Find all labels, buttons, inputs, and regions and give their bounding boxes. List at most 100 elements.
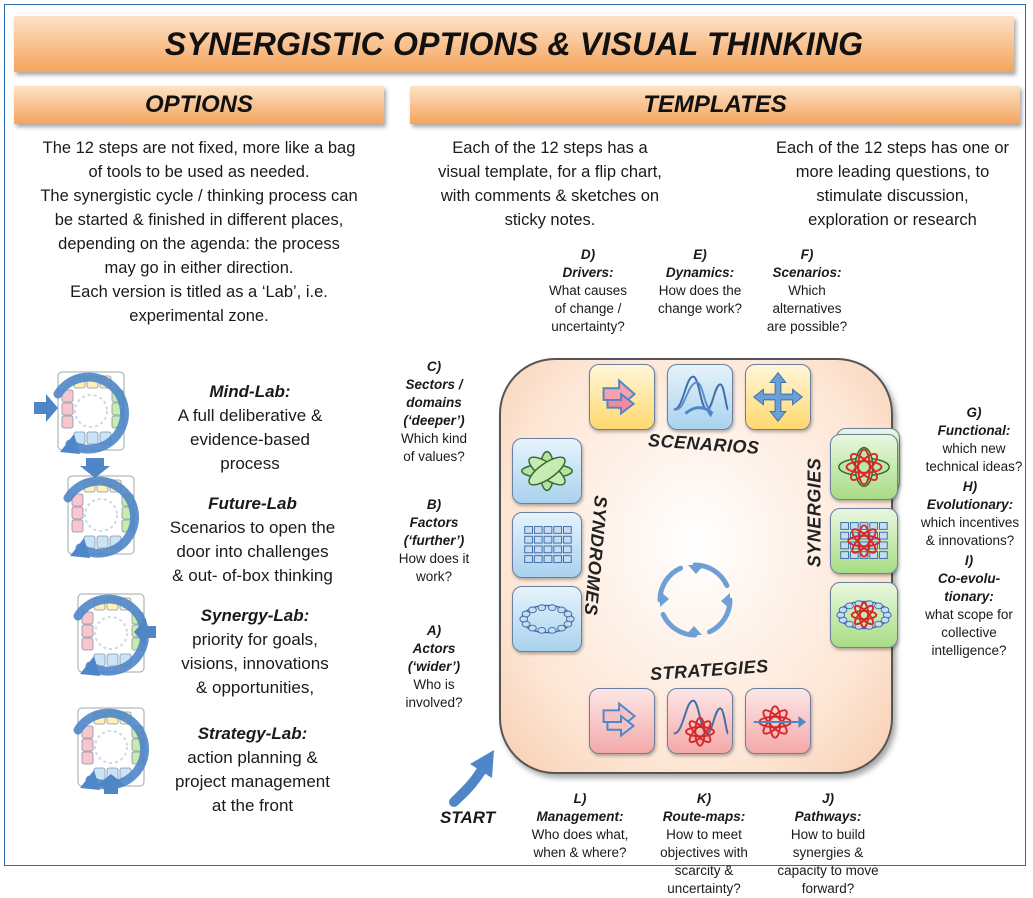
step-question-line: capacity to move bbox=[777, 863, 879, 878]
step-question-line: what scope for bbox=[925, 607, 1013, 622]
templates-heading: TEMPLATES bbox=[410, 86, 1020, 124]
templates-right-text: Each of the 12 steps has one or more lea… bbox=[760, 136, 1025, 232]
future-lab-icon bbox=[63, 475, 139, 558]
step-question-line: Which kind bbox=[400, 431, 468, 446]
step-heading-line: domains bbox=[406, 395, 462, 410]
step-question-line: when & where? bbox=[533, 845, 627, 860]
dynamics-icon bbox=[673, 375, 730, 418]
lab-line: evidence-based bbox=[189, 430, 311, 449]
step-question-line: synergies & bbox=[792, 845, 864, 860]
lab-line: door into challenges bbox=[176, 542, 329, 561]
lab-line: at the front bbox=[211, 796, 294, 815]
network-ring-icon bbox=[836, 600, 892, 630]
step-question-line: Which bbox=[788, 283, 826, 298]
templates-line: Each of the 12 steps has a bbox=[452, 139, 648, 157]
step-heading-line: Co-evolu- bbox=[937, 571, 1001, 586]
lab-line: A full deliberative & bbox=[177, 406, 323, 425]
step-question-line: which incentives bbox=[920, 515, 1020, 530]
step-question-line: are possible? bbox=[766, 319, 848, 334]
step-heading-line: Evolutionary: bbox=[926, 497, 1014, 512]
pathways-tile bbox=[745, 688, 811, 754]
step-question-line: work? bbox=[415, 569, 452, 584]
step-question-line: & innovations? bbox=[925, 533, 1015, 548]
step-heading-line: F) bbox=[800, 247, 814, 262]
step-question-line: How to build bbox=[790, 827, 866, 842]
templates-line: Each of the 12 steps has one or bbox=[776, 139, 1009, 157]
step-heading-line: A) bbox=[426, 623, 442, 638]
ring-icon bbox=[519, 604, 575, 634]
co-evolutionary-tile bbox=[830, 582, 898, 648]
lab-line: priority for goals, bbox=[192, 630, 318, 649]
strategy-lab-text: Strategy-Lab: action planning & project … bbox=[155, 722, 350, 818]
step-question-line: involved? bbox=[405, 695, 463, 710]
lab-line: action planning & bbox=[187, 748, 318, 767]
templates-line: with comments & sketches on bbox=[440, 187, 660, 205]
step-heading-line: (‘further’) bbox=[403, 533, 465, 548]
intro-line: The 12 steps are not fixed, more like a … bbox=[42, 139, 356, 157]
step-question-line: which new bbox=[942, 441, 1006, 456]
templates-left-text: Each of the 12 steps has a visual templa… bbox=[400, 136, 700, 232]
step-heading-line: I) bbox=[964, 553, 974, 568]
network-grid-icon bbox=[840, 522, 888, 559]
step-question-line: How does it bbox=[398, 551, 470, 566]
evolutionary-tile bbox=[830, 508, 898, 574]
lab-line: & opportunities, bbox=[195, 678, 315, 697]
lab-line: process bbox=[220, 454, 280, 473]
step-heading-line: Functional: bbox=[937, 423, 1011, 438]
step-c-question: C) Sectors / domains (‘deeper’) Which kind of… bbox=[398, 358, 470, 466]
sectors-tile bbox=[512, 438, 582, 504]
management-arrows-icon bbox=[602, 701, 637, 738]
step-heading-line: J) bbox=[821, 791, 834, 806]
step-question-line: collective bbox=[941, 625, 997, 640]
step-question-line: How to meet bbox=[666, 827, 742, 842]
templates-line: stimulate discussion, bbox=[816, 187, 969, 205]
synergy-lab-text: Synergy-Lab: priority for goals, visions… bbox=[160, 604, 350, 700]
step-heading-line: (‘deeper’) bbox=[403, 413, 465, 428]
step-f-question: F) Scenarios: Which alternatives are possibl… bbox=[752, 246, 862, 336]
step-question-line: of change / bbox=[554, 301, 622, 316]
step-question-line: What causes bbox=[548, 283, 628, 298]
step-question-line: objectives with bbox=[660, 845, 748, 860]
step-heading-line: B) bbox=[426, 497, 442, 512]
lab-line: visions, innovations bbox=[181, 654, 329, 673]
drivers-tile bbox=[589, 364, 655, 430]
intro-line: depending on the agenda: the process bbox=[58, 235, 340, 253]
intro-line: experimental zone. bbox=[129, 307, 269, 325]
lab-line: project management bbox=[175, 772, 330, 791]
lab-line: & out- of-box thinking bbox=[172, 566, 333, 585]
side-label-right: SYNERGIES bbox=[804, 457, 825, 568]
step-heading-line: H) bbox=[962, 479, 978, 494]
step-heading-line: Factors bbox=[409, 515, 459, 530]
step-question-line: Who is bbox=[413, 677, 455, 692]
intro-line: Each version is titled as a ‘Lab’, i.e. bbox=[70, 283, 328, 301]
intro-line: The synergistic cycle / thinking process… bbox=[40, 187, 358, 205]
step-question-line: intelligence? bbox=[931, 643, 1007, 658]
cycle-arrows-icon bbox=[657, 562, 733, 638]
step-heading-line: C) bbox=[426, 359, 442, 374]
templates-line: more leading questions, to bbox=[795, 163, 990, 181]
intro-line: of tools to be used as needed. bbox=[88, 163, 310, 181]
step-heading-line: Sectors / bbox=[405, 377, 463, 392]
step-question-line: of values? bbox=[403, 449, 465, 464]
four-way-arrows-icon bbox=[752, 371, 804, 423]
step-question-line: How does the bbox=[658, 283, 742, 298]
grid-icon bbox=[524, 526, 572, 563]
step-heading-line: Management: bbox=[536, 809, 624, 824]
step-question-line: alternatives bbox=[772, 301, 842, 316]
mind-lab-icon bbox=[34, 371, 129, 454]
lab-line: Scenarios to open the bbox=[169, 518, 336, 537]
step-heading-line: Scenarios: bbox=[772, 265, 842, 280]
step-question-line: Who does what, bbox=[531, 827, 629, 842]
route-map-icon bbox=[673, 699, 730, 747]
step-b-question: B) Factors (‘further’) How does it work? bbox=[398, 496, 470, 586]
templates-line: exploration or research bbox=[808, 211, 977, 229]
step-question-line: uncertainty? bbox=[551, 319, 625, 334]
future-lab-text: Future-Lab Scenarios to open the door in… bbox=[150, 492, 355, 588]
pathway-icon bbox=[753, 705, 807, 739]
step-question-line: change work? bbox=[657, 301, 743, 316]
